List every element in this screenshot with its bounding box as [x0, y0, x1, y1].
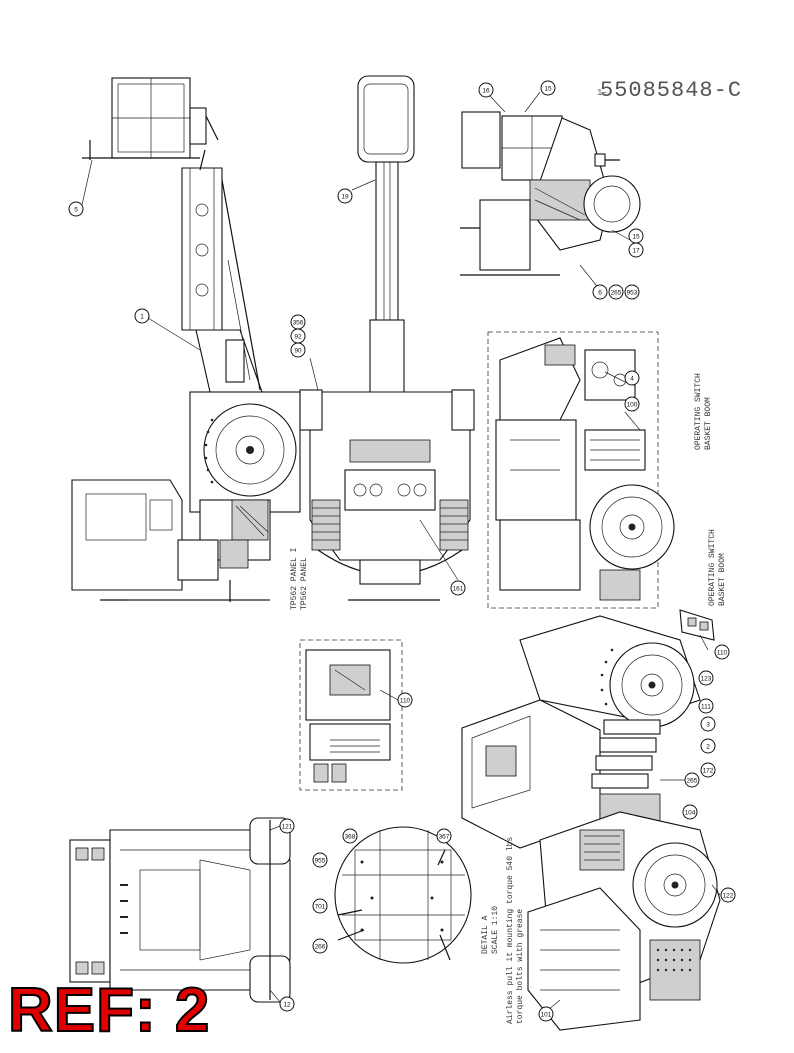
callout-111: 111: [698, 698, 714, 714]
svg-text:101: 101: [541, 1012, 552, 1019]
svg-text:SCALE 1:10: SCALE 1:10: [491, 906, 500, 954]
cab-interior-detail: [299, 639, 403, 791]
rear-view-boom-raised: [299, 75, 475, 601]
top-plan-view: [69, 817, 291, 1003]
callout-265: 265: [608, 284, 624, 300]
callout-266: 266: [312, 938, 328, 954]
callout-123: 123: [698, 670, 714, 686]
callout-3: 3: [700, 716, 716, 732]
callout-701: 701: [312, 898, 328, 914]
panel-label-line2: TP562 PANEL: [300, 557, 309, 610]
svg-text:19: 19: [341, 194, 349, 201]
callout-110: 110: [714, 644, 730, 660]
callout-6: 6: [592, 284, 608, 300]
svg-text:OPERATING SWITCH: OPERATING SWITCH: [694, 373, 703, 450]
detail-a-view: [334, 826, 472, 964]
step-ladder: [591, 719, 661, 789]
svg-text:12: 12: [283, 1002, 291, 1009]
callout-121: 121: [279, 818, 295, 834]
svg-text:1: 1: [140, 314, 144, 321]
svg-text:4: 4: [630, 376, 634, 383]
callout-2: 2: [700, 738, 716, 754]
side-view-front-upper-right: [460, 111, 641, 276]
svg-text:17: 17: [632, 248, 640, 255]
side-view-boom-raised: [71, 77, 301, 602]
callout-17: 17: [628, 242, 644, 258]
svg-text:16: 16: [482, 88, 490, 95]
svg-text:161: 161: [453, 586, 464, 593]
callout-367: 367: [436, 828, 452, 844]
svg-text:265: 265: [687, 778, 698, 785]
svg-text:Airless pull it mounting torqu: Airless pull it mounting torque 540 lbs: [506, 837, 515, 1024]
svg-text:DETAIL A: DETAIL A: [481, 915, 490, 954]
callout-92: 92: [290, 328, 306, 344]
svg-text:OPERATING SWITCH: OPERATING SWITCH: [708, 529, 717, 606]
callout-265-lower: 265: [684, 772, 700, 788]
callout-172: 172: [700, 762, 716, 778]
svg-text:701: 701: [315, 904, 326, 911]
callout-1: 1: [134, 308, 150, 324]
svg-text:367: 367: [439, 834, 450, 841]
svg-text:5: 5: [74, 207, 78, 214]
callout-90: 90: [290, 342, 306, 358]
callout-5: 5: [68, 201, 84, 217]
svg-text:121: 121: [282, 824, 293, 831]
callout-100: 100: [624, 396, 640, 412]
panel-label-line1: TP562 PANEL I: [290, 548, 299, 610]
svg-text:368: 368: [345, 834, 356, 841]
svg-text:92: 92: [294, 334, 302, 341]
svg-text:111: 111: [701, 704, 711, 711]
drawing-prefix: 1-: [597, 88, 608, 98]
svg-text:15: 15: [632, 234, 640, 241]
operating-switch-box: [679, 609, 715, 641]
svg-text:torque bolts with grease: torque bolts with grease: [516, 909, 525, 1024]
panel-label-group: TP562 PANEL I TP562 PANEL: [290, 548, 309, 610]
operating-switch-note-1: OPERATING SWITCH BASKET BOOM: [694, 373, 713, 450]
callout-955: 955: [312, 852, 328, 868]
svg-text:90: 90: [294, 348, 302, 355]
svg-text:110: 110: [717, 650, 728, 657]
svg-text:110: 110: [400, 698, 411, 705]
side-view-dashed-detail: [487, 331, 675, 609]
svg-text:104: 104: [685, 810, 696, 817]
svg-text:BASKET BOOM: BASKET BOOM: [718, 553, 727, 606]
svg-text:15: 15: [544, 86, 552, 93]
svg-text:955: 955: [315, 858, 326, 865]
svg-text:356: 356: [293, 320, 304, 327]
callout-110-detail: 110: [397, 692, 413, 708]
drawing-number: 55085848-C: [600, 78, 743, 103]
torque-note: Airless pull it mounting torque 540 lbs …: [506, 837, 525, 1024]
svg-text:172: 172: [703, 768, 714, 775]
callout-4: 4: [624, 370, 640, 386]
callout-122: 122: [720, 887, 736, 903]
callout-12: 12: [279, 996, 295, 1012]
isometric-vehicle-view: [461, 615, 721, 1031]
svg-text:953: 953: [627, 290, 638, 297]
svg-text:100: 100: [627, 402, 638, 409]
svg-text:2: 2: [706, 744, 710, 751]
callout-356: 356: [290, 314, 306, 330]
svg-text:123: 123: [701, 676, 712, 683]
callout-953: 953: [624, 284, 640, 300]
svg-text:265: 265: [611, 290, 622, 297]
callout-15: 15: [540, 80, 556, 96]
callout-15-lower: 15: [628, 228, 644, 244]
callout-19: 19: [337, 188, 353, 204]
svg-text:266: 266: [315, 944, 326, 951]
svg-text:6: 6: [598, 290, 602, 297]
svg-text:3: 3: [706, 722, 710, 729]
ref-label: REF: 2: [7, 976, 211, 1045]
callout-368: 368: [342, 828, 358, 844]
callout-104: 104: [682, 804, 698, 820]
svg-text:122: 122: [723, 893, 734, 900]
callout-161: 161: [450, 580, 466, 596]
detail-a-label: DETAIL A SCALE 1:10: [481, 906, 500, 954]
svg-text:BASKET BOOM: BASKET BOOM: [704, 397, 713, 450]
callout-101: 101: [538, 1006, 554, 1022]
callout-16: 16: [478, 82, 494, 98]
operating-switch-note-2: OPERATING SWITCH BASKET BOOM: [708, 529, 727, 606]
